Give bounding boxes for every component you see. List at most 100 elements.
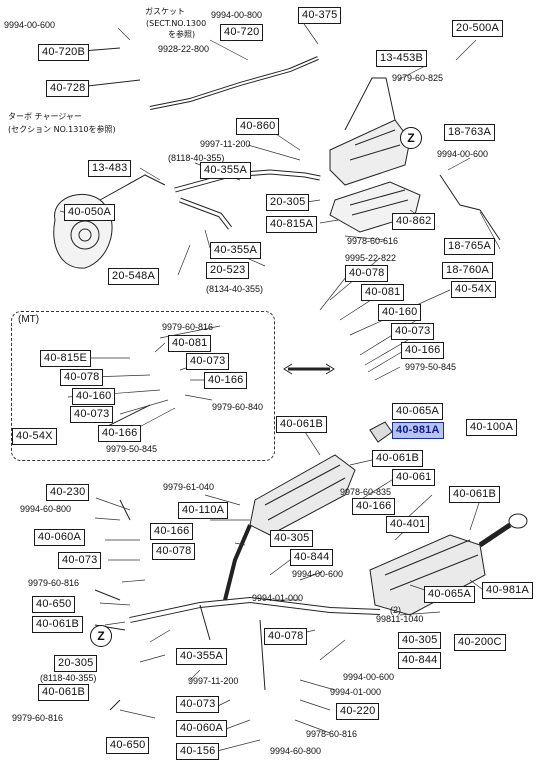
part-9978-60-835: 9978-60-835 bbox=[340, 487, 392, 497]
part-40-815A[interactable]: 40-815A bbox=[266, 216, 317, 233]
part-40-050A[interactable]: 40-050A bbox=[64, 204, 115, 221]
part-40-166[interactable]: 40-166 bbox=[150, 523, 194, 540]
part-20-523[interactable]: 20-523 bbox=[206, 262, 250, 279]
part-40-081[interactable]: 40-081 bbox=[168, 335, 212, 352]
ref-8134: (8134-40-355) bbox=[206, 284, 264, 294]
part-40-375[interactable]: 40-375 bbox=[298, 7, 342, 24]
qty-2: (2) bbox=[390, 605, 401, 615]
part-40-065A[interactable]: 40-065A bbox=[424, 586, 475, 603]
part-9994-00-600: 9994-00-600 bbox=[343, 672, 395, 682]
part-9994-60-800: 9994-60-800 bbox=[20, 504, 72, 514]
part-40-54X[interactable]: 40-54X bbox=[12, 428, 57, 445]
part-40-650[interactable]: 40-650 bbox=[106, 737, 150, 754]
part-9979-60-840: 9979-60-840 bbox=[212, 402, 264, 412]
part-9994-00-800: 9994-00-800 bbox=[211, 10, 263, 20]
part-40-110A[interactable]: 40-110A bbox=[178, 502, 229, 519]
part-40-355A[interactable]: 40-355A bbox=[176, 648, 227, 665]
part-13-453B[interactable]: 13-453B bbox=[376, 50, 427, 67]
part-40-844[interactable]: 40-844 bbox=[290, 549, 334, 566]
part-40-200C[interactable]: 40-200C bbox=[454, 634, 506, 651]
part-40-061B[interactable]: 40-061B bbox=[372, 450, 423, 467]
part-20-500A[interactable]: 20-500A bbox=[452, 20, 503, 37]
part-18-760A[interactable]: 18-760A bbox=[442, 262, 493, 279]
part-40-078[interactable]: 40-078 bbox=[345, 265, 389, 282]
catalytic-converter bbox=[329, 119, 411, 186]
part-40-650[interactable]: 40-650 bbox=[32, 596, 76, 613]
part-40-081[interactable]: 40-081 bbox=[361, 284, 405, 301]
part-13-483[interactable]: 13-483 bbox=[88, 160, 132, 177]
gasket-note-1: ガスケット bbox=[145, 7, 185, 16]
part-40-061B[interactable]: 40-061B bbox=[32, 616, 83, 633]
part-18-763A[interactable]: 18-763A bbox=[444, 124, 495, 141]
upper-exhaust-pipe bbox=[149, 56, 319, 110]
part-40-305[interactable]: 40-305 bbox=[398, 632, 442, 649]
part-40-355A[interactable]: 40-355A bbox=[200, 162, 251, 179]
part-18-765A[interactable]: 18-765A bbox=[444, 238, 495, 255]
ref-8118-top: (8118-40-355) bbox=[168, 153, 225, 163]
part-40-981A[interactable]: 40-981A bbox=[482, 582, 533, 599]
part-40-073[interactable]: 40-073 bbox=[176, 696, 220, 713]
part-40-078[interactable]: 40-078 bbox=[264, 628, 308, 645]
part-40-862[interactable]: 40-862 bbox=[392, 213, 436, 230]
part-40-860[interactable]: 40-860 bbox=[236, 118, 280, 135]
part-40-078[interactable]: 40-078 bbox=[60, 369, 104, 386]
part-40-073[interactable]: 40-073 bbox=[186, 353, 230, 370]
part-40-061B[interactable]: 40-061B bbox=[38, 684, 89, 701]
part-40-166[interactable]: 40-166 bbox=[204, 372, 248, 389]
gasket-note-3: を参照) bbox=[168, 30, 196, 39]
part-40-728[interactable]: 40-728 bbox=[46, 80, 90, 97]
part-40-230[interactable]: 40-230 bbox=[46, 484, 90, 501]
part-40-220[interactable]: 40-220 bbox=[336, 703, 380, 720]
part-40-54X[interactable]: 40-54X bbox=[451, 281, 496, 298]
part-9979-61-040: 9979-61-040 bbox=[163, 482, 215, 492]
z-marker-top: Z bbox=[400, 127, 422, 149]
part-40-355A[interactable]: 40-355A bbox=[210, 242, 261, 259]
part-40-160[interactable]: 40-160 bbox=[72, 388, 116, 405]
part-40-061[interactable]: 40-061 bbox=[392, 469, 436, 486]
part-40-160[interactable]: 40-160 bbox=[378, 304, 422, 321]
part-40-073[interactable]: 40-073 bbox=[70, 406, 114, 423]
part-40-720B[interactable]: 40-720B bbox=[38, 44, 89, 61]
part-40-060A[interactable]: 40-060A bbox=[176, 720, 227, 737]
part-40-305[interactable]: 40-305 bbox=[270, 530, 314, 547]
part-9979-60-816: 9979-60-816 bbox=[162, 322, 214, 332]
part-40-815E[interactable]: 40-815E bbox=[40, 350, 91, 367]
part-20-305[interactable]: 20-305 bbox=[54, 655, 98, 672]
part-9928-22-800: 9928-22-800 bbox=[158, 44, 210, 54]
part-40-061B[interactable]: 40-061B bbox=[449, 486, 500, 503]
gasket-note-2: (SECT.NO.1300 bbox=[146, 19, 207, 28]
part-9997-11-200: 9997-11-200 bbox=[200, 139, 251, 149]
part-99811-1040: 99811-1040 bbox=[376, 614, 424, 624]
part-40-078[interactable]: 40-078 bbox=[152, 543, 196, 560]
part-40-156[interactable]: 40-156 bbox=[176, 743, 220, 760]
z-marker-bottom: Z bbox=[90, 625, 112, 647]
part-40-060A[interactable]: 40-060A bbox=[34, 529, 85, 546]
part-9997-11-200: 9997-11-200 bbox=[188, 676, 239, 686]
turbo-note-2: (セクション NO.1310を参照) bbox=[8, 125, 116, 134]
part-40-073[interactable]: 40-073 bbox=[58, 552, 102, 569]
part-40-166[interactable]: 40-166 bbox=[98, 425, 142, 442]
part-40-061B[interactable]: 40-061B bbox=[276, 416, 327, 433]
part-40-166[interactable]: 40-166 bbox=[401, 342, 445, 359]
part-9994-00-600: 9994-00-600 bbox=[4, 20, 56, 30]
part-9978-60-616: 9978-60-616 bbox=[347, 236, 399, 246]
part-9979-60-825: 9979-60-825 bbox=[392, 73, 444, 83]
part-9995-22-822: 9995-22-822 bbox=[345, 253, 397, 263]
part-40-844[interactable]: 40-844 bbox=[398, 652, 442, 669]
part-9994-00-600: 9994-00-600 bbox=[437, 149, 489, 159]
part-9979-50-845: 9979-50-845 bbox=[106, 444, 158, 454]
part-40-720[interactable]: 40-720 bbox=[220, 24, 264, 41]
part-40-981A-highlighted[interactable]: 40-981A bbox=[392, 422, 444, 439]
part-9979-60-816: 9979-60-816 bbox=[28, 578, 80, 588]
part-40-073[interactable]: 40-073 bbox=[391, 323, 435, 340]
part-40-166[interactable]: 40-166 bbox=[352, 498, 396, 515]
part-40-100A[interactable]: 40-100A bbox=[466, 419, 517, 436]
part-20-548A[interactable]: 20-548A bbox=[108, 268, 159, 285]
part-9979-50-845: 9979-50-845 bbox=[405, 362, 457, 372]
part-40-401[interactable]: 40-401 bbox=[386, 516, 430, 533]
ref-8118-bottom: (8118-40-355) bbox=[40, 673, 97, 683]
part-9979-60-816: 9979-60-816 bbox=[12, 713, 64, 723]
part-20-305[interactable]: 20-305 bbox=[266, 194, 310, 211]
part-9994-01-000: 9994-01-000 bbox=[252, 593, 304, 603]
part-40-065A[interactable]: 40-065A bbox=[392, 403, 443, 420]
